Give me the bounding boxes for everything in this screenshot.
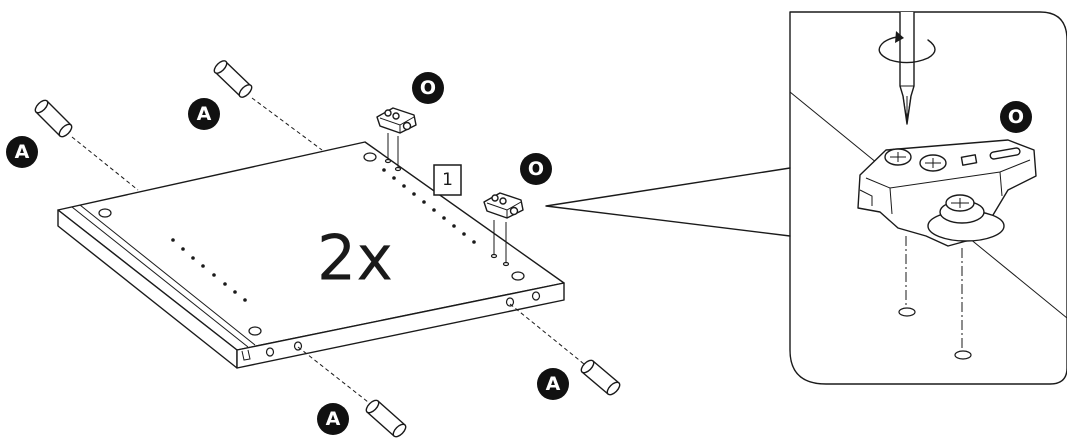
- label-badge-a: A: [317, 403, 349, 435]
- step-number-box: 1: [433, 164, 462, 196]
- label-badge-a: A: [537, 368, 569, 400]
- label-a-text: A: [15, 141, 30, 163]
- hole-row-right: [382, 168, 476, 244]
- step-number: 1: [442, 170, 453, 190]
- dowel-guide-line: [71, 136, 139, 191]
- quantity-label: 2x: [317, 222, 393, 295]
- detail-frame: [789, 11, 1067, 385]
- dowel-guide-line: [509, 303, 585, 365]
- label-o-text: O: [528, 158, 544, 180]
- label-badge-o: O: [1000, 101, 1032, 133]
- connector-detail: [857, 139, 1037, 247]
- label-badge-o: O: [412, 72, 444, 104]
- dowel-a-upper-left: [34, 99, 73, 138]
- screwdriver-icon: [899, 12, 915, 125]
- rotate-arrow-icon: [878, 31, 936, 64]
- dowel-a-right: [580, 359, 621, 396]
- panel: [57, 141, 565, 369]
- label-a-text: A: [326, 408, 341, 430]
- dowel-guide-line: [297, 346, 369, 403]
- panel-front-edge: [236, 282, 565, 369]
- hole-row-left: [171, 238, 247, 302]
- label-o-text: O: [420, 77, 436, 99]
- label-badge-a: A: [188, 98, 220, 130]
- connector-o-right: [483, 192, 524, 267]
- label-a-text: A: [197, 103, 212, 125]
- dowel-guide-line: [251, 97, 323, 151]
- label-badge-o: O: [520, 153, 552, 185]
- label-badge-a: A: [6, 136, 38, 168]
- connector-o-upper: [376, 107, 417, 172]
- detail-view: [789, 11, 1067, 385]
- panel-top-face: [57, 141, 565, 351]
- callout-pointer: [545, 167, 791, 237]
- label-a-text: A: [546, 373, 561, 395]
- dowel-a-upper: [213, 60, 253, 98]
- dowel-a-bottom: [365, 399, 407, 438]
- label-o-text: O: [1008, 106, 1024, 128]
